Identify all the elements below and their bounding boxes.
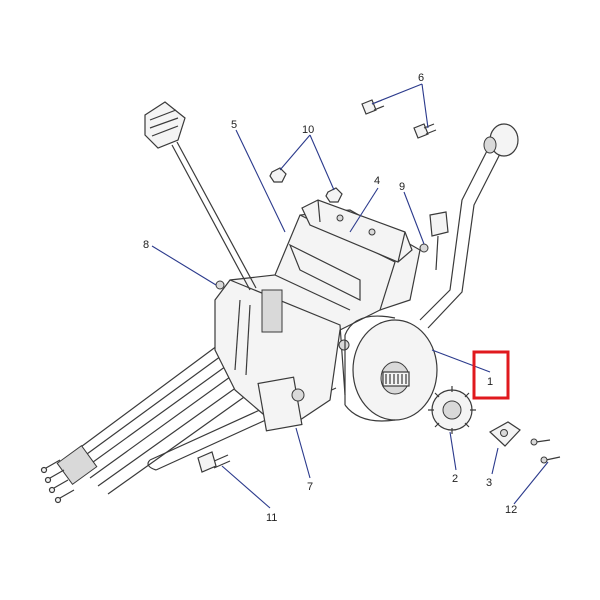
top-bracket: [301, 199, 413, 263]
connector-cable: [144, 101, 257, 291]
callout-5: 5: [231, 119, 237, 131]
callout-1: 1: [487, 376, 493, 388]
callout-8: 8: [143, 239, 149, 251]
callout-12: 12: [505, 504, 517, 516]
fastener-9: [419, 243, 429, 253]
nuts-10: [269, 167, 343, 203]
bolt-11: [197, 451, 231, 473]
callout-labels: 1 2 3 4 5 6 7 8 9 10 11 12: [143, 72, 517, 524]
callout-4: 4: [374, 175, 380, 187]
callout-7: 7: [307, 481, 313, 493]
fastener-8: [215, 280, 225, 290]
callout-6: 6: [418, 72, 424, 84]
leader-lines: [151, 83, 549, 509]
highlight-box: [472, 350, 510, 400]
callout-3: 3: [486, 477, 492, 489]
callout-2: 2: [452, 473, 458, 485]
lever-handle: [419, 123, 519, 329]
flange-plate: [488, 421, 521, 447]
sprocket-gear: [428, 386, 476, 434]
small-screws: [530, 438, 561, 464]
callout-11: 11: [266, 512, 277, 524]
motor-drum: [344, 315, 438, 422]
callout-9: 9: [399, 181, 405, 193]
cable-bundle: [40, 339, 269, 504]
callout-10: 10: [302, 124, 314, 136]
